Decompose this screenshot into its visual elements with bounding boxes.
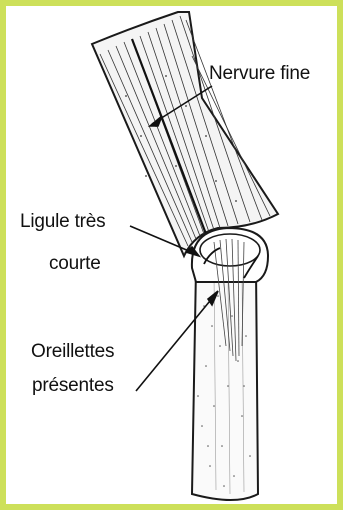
label-oreillettes-line1: Oreillettes <box>31 341 114 363</box>
label-ligule-line2: courte <box>49 253 101 275</box>
leaf-blade <box>92 12 278 256</box>
label-oreillettes-line2: présentes <box>32 375 114 397</box>
leaf-sheath <box>192 268 258 500</box>
label-nervure-fine: Nervure fine <box>209 63 310 85</box>
label-ligule-line1: Ligule très <box>20 211 105 233</box>
